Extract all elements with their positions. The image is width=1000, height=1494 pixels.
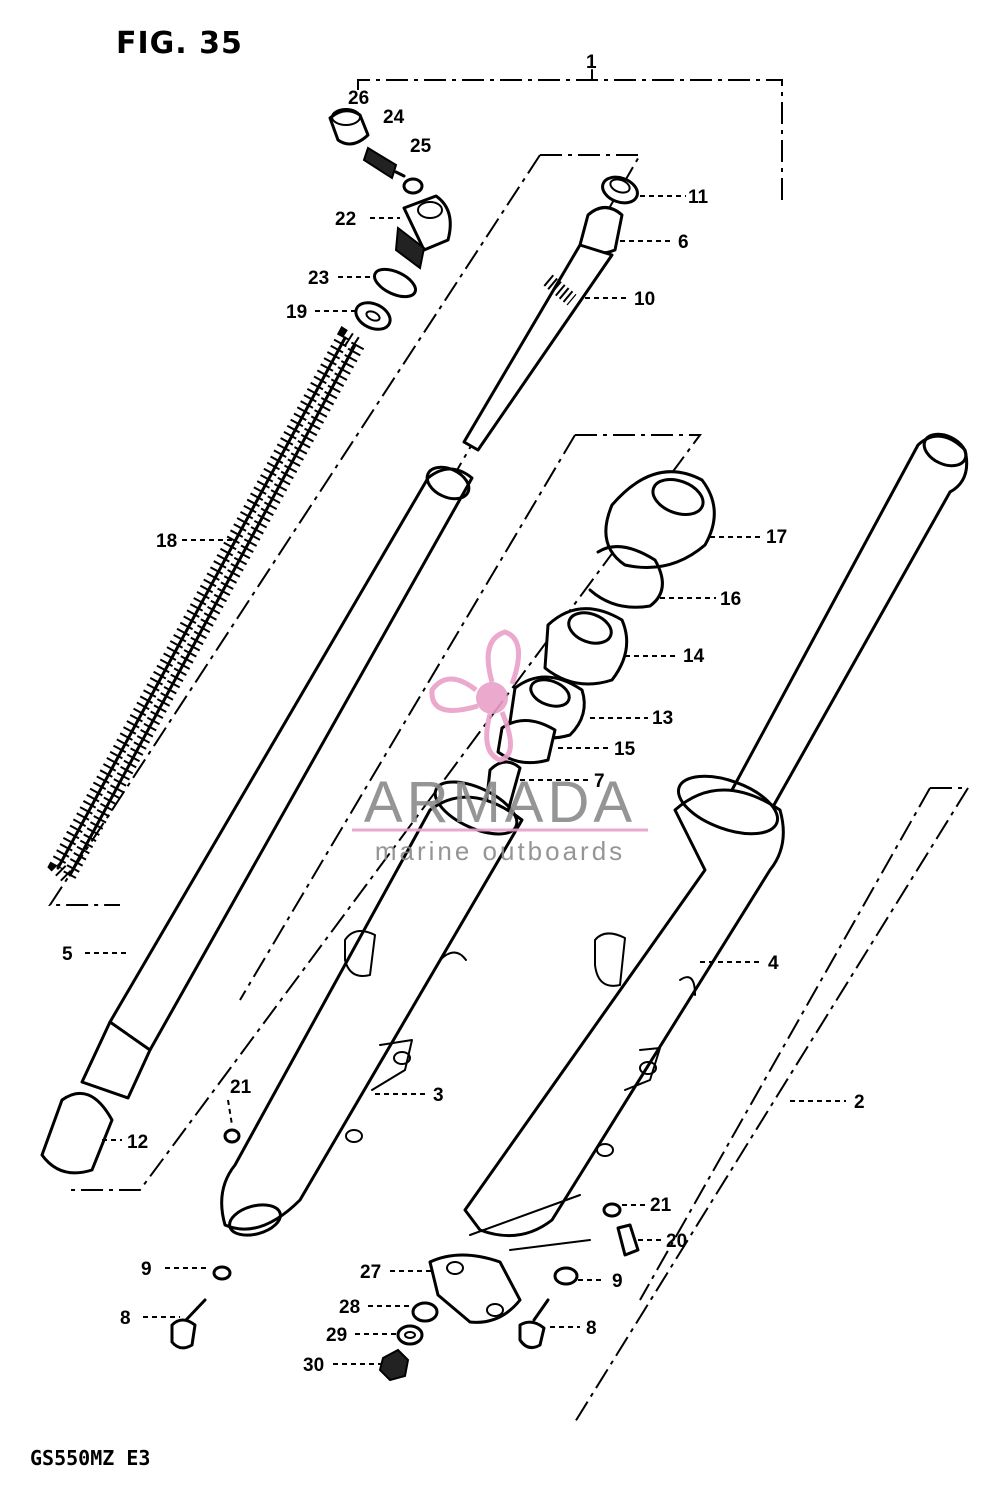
callout-16: 16 (720, 589, 741, 610)
part-axle-holder-27 (428, 1194, 591, 1324)
part-damper-rod-10 (462, 243, 614, 452)
callout-15: 15 (614, 739, 636, 760)
callout-1: 1 (586, 52, 597, 73)
model-code: GS550MZ E3 (30, 1446, 151, 1470)
callout-26: 26 (348, 88, 369, 109)
callout-27: 27 (360, 1262, 381, 1283)
part-fork-spring-18 (47, 326, 368, 890)
part-oring-23 (373, 267, 417, 299)
callout-9-left: 9 (141, 1259, 152, 1280)
callout-7: 7 (594, 771, 605, 792)
group-frame-upper (48, 154, 642, 906)
callout-22: 22 (335, 209, 356, 230)
part-circlip-16 (588, 545, 664, 609)
part-outer-tube-3 (220, 780, 524, 1237)
callout-8-right: 8 (586, 1318, 597, 1339)
callout-19: 19 (286, 302, 307, 323)
callout-25: 25 (410, 136, 432, 157)
callout-labels: 1 26 24 25 22 23 19 11 6 10 17 18 16 14 … (62, 52, 865, 1376)
callout-28: 28 (339, 1297, 360, 1318)
part-bolt-8-right (518, 1298, 550, 1350)
part-ring-11 (601, 175, 639, 205)
callout-6: 6 (678, 232, 689, 253)
callout-13: 13 (652, 708, 673, 729)
part-washer-21-right (602, 1202, 622, 1218)
callout-8-left: 8 (120, 1308, 131, 1329)
group-frame-middle (70, 434, 702, 1191)
part-washer-21-left (223, 1128, 241, 1144)
part-nut-30 (378, 1348, 410, 1382)
part-outer-tube-4 (463, 774, 785, 1238)
part-lock-washer-29 (396, 1324, 424, 1346)
callout-20: 20 (666, 1231, 687, 1252)
callout-14: 14 (683, 646, 705, 667)
callout-21-right: 21 (650, 1195, 672, 1216)
part-oil-seal-14 (543, 607, 629, 686)
figure-title: FIG. 35 (116, 26, 243, 61)
watermark-brand: ARMADA (364, 770, 636, 835)
assembly-bracket-1 (357, 69, 783, 205)
part-inner-tube-2 (730, 432, 969, 814)
part-gasket-9-right (553, 1266, 579, 1286)
part-bolt-20 (616, 1223, 640, 1257)
part-cap-26 (328, 108, 370, 146)
callout-5: 5 (62, 944, 73, 965)
callout-30: 30 (303, 1355, 324, 1376)
callout-23: 23 (308, 268, 329, 289)
callout-11: 11 (688, 187, 709, 208)
callout-12: 12 (127, 1132, 148, 1153)
callout-3: 3 (433, 1085, 444, 1106)
part-oring-25 (402, 177, 424, 195)
part-washer-28 (411, 1301, 439, 1323)
part-inner-tube-5 (80, 465, 474, 1100)
watermark-tagline: marine outboards (375, 836, 625, 866)
propeller-logo-icon (429, 629, 522, 763)
part-cap-bolt-22 (394, 194, 452, 270)
callout-2: 2 (854, 1092, 865, 1113)
callout-9-right: 9 (612, 1271, 623, 1292)
callout-4: 4 (768, 953, 779, 974)
callout-24: 24 (383, 107, 405, 128)
callout-10: 10 (634, 289, 655, 310)
part-dust-seal-17 (604, 470, 716, 569)
callout-18: 18 (156, 531, 177, 552)
callout-17: 17 (766, 527, 787, 548)
callout-21-left: 21 (230, 1077, 252, 1098)
part-valve-24 (362, 146, 406, 180)
group-frame-right (574, 787, 970, 1423)
callout-29: 29 (326, 1325, 347, 1346)
leader-lines (85, 195, 846, 1365)
part-cylinder-12 (40, 1091, 114, 1175)
part-gasket-9-left (212, 1265, 232, 1281)
part-bolt-8-left (170, 1298, 207, 1350)
part-spacer-19 (354, 301, 392, 331)
watermark: ARMADA marine outboards (352, 629, 648, 866)
